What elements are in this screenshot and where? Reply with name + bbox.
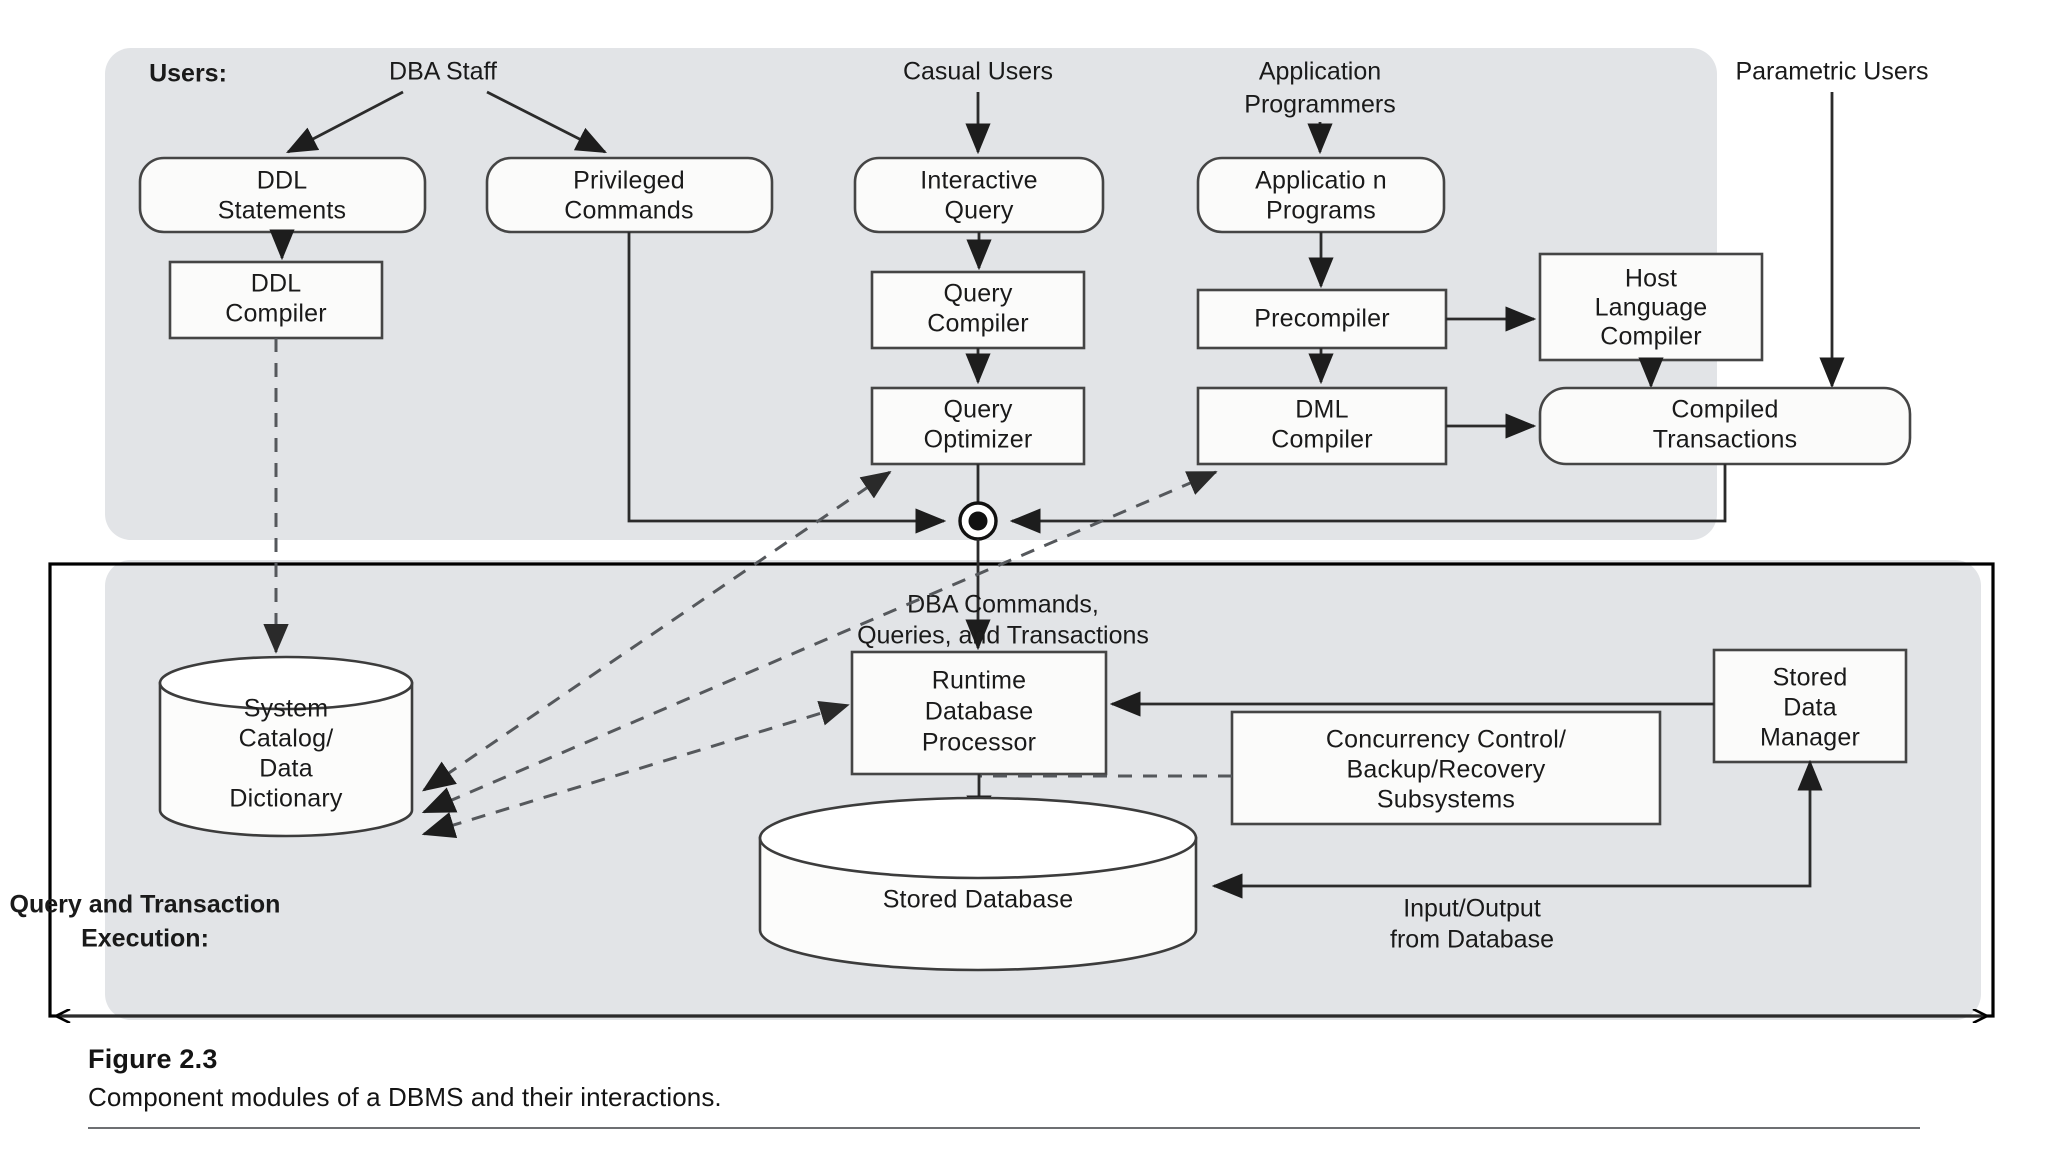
- edge-stored-database-io-path: [1211, 759, 1823, 899]
- figure-caption-title: Figure 2.3: [88, 1044, 218, 1074]
- node-compiled-transactions-line1: Compiled: [1671, 396, 1778, 424]
- node-compiled-transactions-line2: Transactions: [1653, 426, 1798, 454]
- users-section-label: Users:: [149, 60, 227, 88]
- node-runtime-db-processor-line2: Database: [925, 698, 1034, 726]
- user-label-parametric-users: Parametric Users: [1735, 58, 1928, 86]
- user-label-casual-users: Casual Users: [903, 58, 1053, 86]
- node-concurrency-control-line3: Subsystems: [1377, 786, 1515, 814]
- node-query-compiler[interactable]: [870, 270, 1086, 350]
- node-host-language-compiler-line2: Language: [1595, 294, 1708, 322]
- execution-section-label-line2: Execution:: [81, 925, 209, 953]
- node-ddl-compiler[interactable]: [168, 260, 384, 340]
- node-system-catalog-line3: Data: [259, 755, 313, 783]
- edge-dba-to-ddl-statements: [286, 90, 404, 154]
- node-system-catalog-line2: Catalog/: [239, 725, 334, 753]
- node-concurrency-control-line2: Backup/Recovery: [1347, 756, 1546, 784]
- edge-dba-to-privileged-commands: [486, 90, 607, 154]
- figure-caption: Figure 2.3 Component modules of a DBMS a…: [88, 1044, 1988, 1129]
- node-system-catalog-line1: System: [244, 695, 329, 723]
- execution-section-label-line1: Query and Transaction: [10, 891, 281, 919]
- node-stored-database[interactable]: [758, 796, 1198, 972]
- node-stored-data-manager-line1: Stored: [1773, 664, 1848, 692]
- edge-label-dba-commands-line1: DBA Commands,: [907, 591, 1099, 619]
- edge-compiled-transactions-to-junction: [1009, 464, 1727, 534]
- node-ddl-compiler-line1: DDL: [251, 270, 302, 298]
- node-runtime-db-processor-line3: Processor: [922, 729, 1036, 757]
- edge-label-dba-commands-line2: Queries, and Transactions: [857, 622, 1149, 650]
- edge-system-catalog-to-dml-compiler: [421, 470, 1218, 814]
- node-dml-compiler[interactable]: [1196, 386, 1448, 466]
- node-privileged-commands-line2: Commands: [564, 197, 693, 225]
- node-stored-database-label: Stored Database: [883, 886, 1074, 914]
- user-label-application-programmers-line1: Application: [1259, 58, 1381, 86]
- node-ddl-compiler-line2: Compiler: [225, 300, 327, 328]
- node-ddl-statements-line1: DDL: [257, 167, 308, 195]
- node-interactive-query-line2: Query: [944, 197, 1013, 225]
- node-stored-data-manager[interactable]: [1712, 648, 1908, 764]
- figure-caption-subtitle: Component modules of a DBMS and their in…: [88, 1082, 722, 1112]
- node-system-catalog-line4: Dictionary: [229, 785, 342, 813]
- node-runtime-db-processor[interactable]: [850, 650, 1108, 776]
- node-query-compiler-line1: Query: [943, 280, 1012, 308]
- node-host-language-compiler-line3: Compiler: [1600, 323, 1702, 351]
- node-dml-compiler-line1: DML: [1295, 396, 1348, 424]
- node-system-catalog[interactable]: [158, 655, 414, 838]
- node-stored-data-manager-line2: Data: [1783, 694, 1837, 722]
- node-ddl-statements-line2: Statements: [218, 197, 346, 225]
- node-precompiler-label: Precompiler: [1254, 305, 1390, 333]
- node-host-language-compiler-line1: Host: [1625, 265, 1677, 293]
- node-runtime-db-processor-line1: Runtime: [932, 667, 1027, 695]
- user-label-application-programmers-line2: Programmers: [1244, 91, 1395, 119]
- user-label-dba-staff: DBA Staff: [389, 58, 497, 86]
- node-privileged-commands-line1: Privileged: [573, 167, 685, 195]
- node-interactive-query-line1: Interactive: [920, 167, 1038, 195]
- edge-label-io-line2: from Database: [1390, 926, 1554, 954]
- node-query-compiler-line2: Compiler: [927, 310, 1029, 338]
- node-stored-data-manager-line3: Manager: [1760, 724, 1860, 752]
- figure-caption-rule: [88, 1127, 1920, 1129]
- node-query-optimizer-line2: Optimizer: [924, 426, 1033, 454]
- node-dml-compiler-line2: Compiler: [1271, 426, 1373, 454]
- node-host-language-compiler[interactable]: [1538, 252, 1764, 362]
- node-query-optimizer-line1: Query: [943, 396, 1012, 424]
- node-application-programs-line1: Applicatio n: [1255, 167, 1387, 195]
- node-concurrency-control-line1: Concurrency Control/: [1326, 726, 1566, 754]
- edge-label-io-line1: Input/Output: [1403, 895, 1541, 923]
- node-query-optimizer[interactable]: [870, 386, 1086, 466]
- node-application-programs-line2: Programs: [1266, 197, 1376, 225]
- junction-node-core: [968, 511, 988, 531]
